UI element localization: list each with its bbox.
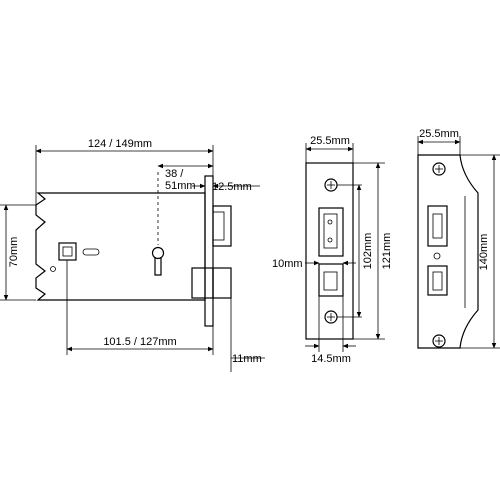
latch-bolt-inner bbox=[212, 211, 225, 241]
dim-backset: 38 / 51mm bbox=[157, 163, 214, 245]
lock-case bbox=[35, 175, 232, 327]
bottom-screw-icon bbox=[324, 310, 338, 324]
label-fixing-centres: 102mm bbox=[362, 233, 374, 270]
label-case-height: 70mm bbox=[8, 237, 20, 268]
forend-outline bbox=[305, 162, 354, 340]
strike-latch-inner bbox=[432, 213, 443, 239]
strike-bolt-inner bbox=[432, 271, 443, 291]
dim-case-height: 70mm bbox=[0, 204, 36, 301]
lock-case-outline bbox=[35, 192, 206, 301]
dim-forend-thickness: 11mm bbox=[230, 298, 265, 372]
label-case-length: 124 / 149mm bbox=[88, 138, 152, 150]
strike-plate bbox=[417, 154, 479, 349]
dim-forend-width: 25.5mm bbox=[305, 135, 354, 163]
dead-bolt bbox=[212, 267, 232, 299]
label-faceplate-thickness: 12.5mm bbox=[212, 181, 252, 193]
dim-strike-height: 140mm bbox=[460, 154, 500, 349]
dim-strike-width: 25.5mm bbox=[417, 128, 461, 155]
dim-fixing-centres: 102mm bbox=[337, 184, 374, 318]
label-forend-depth: 14.5mm bbox=[311, 353, 351, 365]
case-slot bbox=[82, 248, 100, 256]
dim-faceplate-thickness: 12.5mm bbox=[192, 176, 260, 193]
forend-latch-opening bbox=[318, 207, 344, 257]
dim-forend-depth: 14.5mm bbox=[305, 296, 356, 365]
dim-forend-height: 121mm bbox=[353, 162, 393, 340]
strike-bolt-opening bbox=[427, 265, 448, 296]
label-backset-line2: 51mm bbox=[165, 180, 196, 192]
label-strike-height: 140mm bbox=[478, 234, 490, 271]
label-bolt-width: 10mm bbox=[272, 258, 303, 270]
strike-top-screw-icon bbox=[432, 162, 446, 176]
label-backset-line1: 38 / bbox=[165, 168, 184, 180]
label-strike-width: 25.5mm bbox=[419, 128, 459, 140]
dead-bolt-body bbox=[191, 267, 214, 299]
fixing-hole bbox=[50, 266, 56, 272]
dim-case-length: 124 / 149mm bbox=[35, 138, 214, 205]
label-follower-to-end: 101.5 / 127mm bbox=[103, 336, 176, 348]
forend-bolt-opening bbox=[318, 263, 344, 297]
forend-bolt-inner bbox=[323, 271, 338, 291]
lock-forend bbox=[204, 175, 214, 327]
label-forend-width: 25.5mm bbox=[310, 135, 350, 147]
follower-spindle-hole bbox=[62, 246, 73, 257]
strike-bottom-screw-icon bbox=[432, 334, 446, 348]
forend-latch-hole-top bbox=[327, 219, 333, 225]
follower bbox=[58, 242, 77, 261]
keyhole-icon bbox=[151, 246, 165, 276]
dim-follower-to-end: 101.5 / 127mm bbox=[66, 260, 214, 355]
dim-bolt-width: 10mm bbox=[272, 258, 356, 270]
label-forend-height: 121mm bbox=[381, 233, 393, 270]
strike-latch-opening bbox=[427, 205, 448, 247]
strike-outline bbox=[417, 154, 479, 349]
forend-plate bbox=[305, 162, 354, 340]
forend-latch-inner bbox=[323, 213, 338, 249]
strike-center-hole bbox=[433, 252, 441, 260]
forend-latch-hole-bottom bbox=[327, 237, 333, 243]
label-forend-thickness: 11mm bbox=[232, 353, 262, 365]
top-screw-icon bbox=[324, 178, 338, 192]
